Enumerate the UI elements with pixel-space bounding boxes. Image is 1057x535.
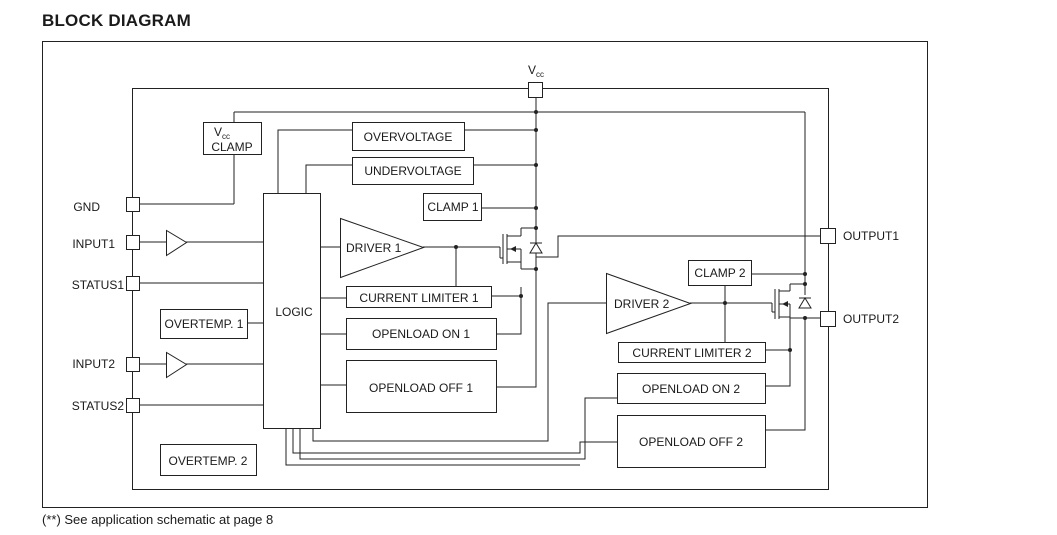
- status1-pin-label: STATUS1: [72, 278, 125, 292]
- openload-off2-label: OPENLOAD OFF 2: [639, 435, 743, 449]
- openload-off1-block: [346, 360, 497, 413]
- footnote: (**) See application schematic at page 8: [42, 512, 274, 527]
- status2-pin: [126, 398, 140, 413]
- vcc-pin-label: Vcc: [528, 63, 544, 79]
- overtemp2-label: OVERTEMP. 2: [169, 454, 248, 468]
- overtemp2-block: [160, 444, 257, 476]
- input1-pin-label: INPUT1: [72, 237, 115, 251]
- current-limiter2-block: [618, 342, 766, 363]
- openload-on2-block: [617, 373, 766, 404]
- output2-pin-label: OUTPUT2: [843, 312, 899, 326]
- driver1-label: DRIVER 1: [346, 241, 402, 255]
- driver1-amplifier: [340, 217, 425, 279]
- openload-off1-label: OPENLOAD OFF 1: [369, 381, 473, 395]
- overtemp1-label: OVERTEMP. 1: [165, 317, 244, 331]
- page-title: BLOCK DIAGRAM: [42, 11, 191, 30]
- output1-pin-label: OUTPUT1: [843, 229, 899, 243]
- clamp2-label: CLAMP 2: [694, 266, 745, 280]
- output1-pin: [820, 228, 836, 244]
- gnd-pin-label: GND: [73, 200, 100, 214]
- status2-pin-label: STATUS2: [72, 399, 125, 413]
- input1-pin: [126, 235, 140, 250]
- vcc-rail: [233, 98, 807, 295]
- current-limiter1-label: CURRENT LIMITER 1: [359, 291, 478, 305]
- clamp2-block: [688, 260, 752, 286]
- vcc-clamp-label-line1: Vcc: [214, 125, 230, 141]
- vcc-pin: [528, 82, 543, 98]
- gnd-pin: [126, 197, 140, 212]
- logic-block: [263, 193, 321, 429]
- clamp1-block: [423, 193, 482, 221]
- undervoltage-block: [352, 157, 474, 185]
- openload-off2-block: [617, 415, 766, 468]
- openload-on1-block: [346, 318, 497, 350]
- output2-pin: [820, 311, 836, 327]
- power-mosfet-1: [499, 226, 543, 271]
- driver2-amplifier: [606, 272, 692, 335]
- openload-on2-label: OPENLOAD ON 2: [642, 382, 740, 396]
- input1-buffer: [166, 229, 188, 257]
- status1-pin: [126, 276, 140, 291]
- overtemp1-block: [160, 309, 248, 339]
- input2-pin: [126, 357, 140, 372]
- current-limiter1-block: [346, 286, 492, 308]
- overvoltage-block: [352, 122, 465, 151]
- openload-on1-label: OPENLOAD ON 1: [372, 327, 470, 341]
- undervoltage-label: UNDERVOLTAGE: [364, 164, 461, 178]
- power-mosfet-2: [771, 282, 812, 319]
- overvoltage-label: OVERVOLTAGE: [364, 130, 453, 144]
- outer-frame: [42, 41, 928, 508]
- driver2-label: DRIVER 2: [614, 297, 670, 311]
- input2-pin-label: INPUT2: [72, 357, 115, 371]
- vcc-clamp-block: [203, 122, 262, 155]
- input2-buffer: [166, 351, 188, 379]
- current-limiter2-label: CURRENT LIMITER 2: [632, 346, 751, 360]
- clamp1-label: CLAMP 1: [427, 200, 478, 214]
- logic-label: LOGIC: [275, 305, 313, 319]
- vcc-clamp-label-line2: CLAMP: [211, 140, 252, 154]
